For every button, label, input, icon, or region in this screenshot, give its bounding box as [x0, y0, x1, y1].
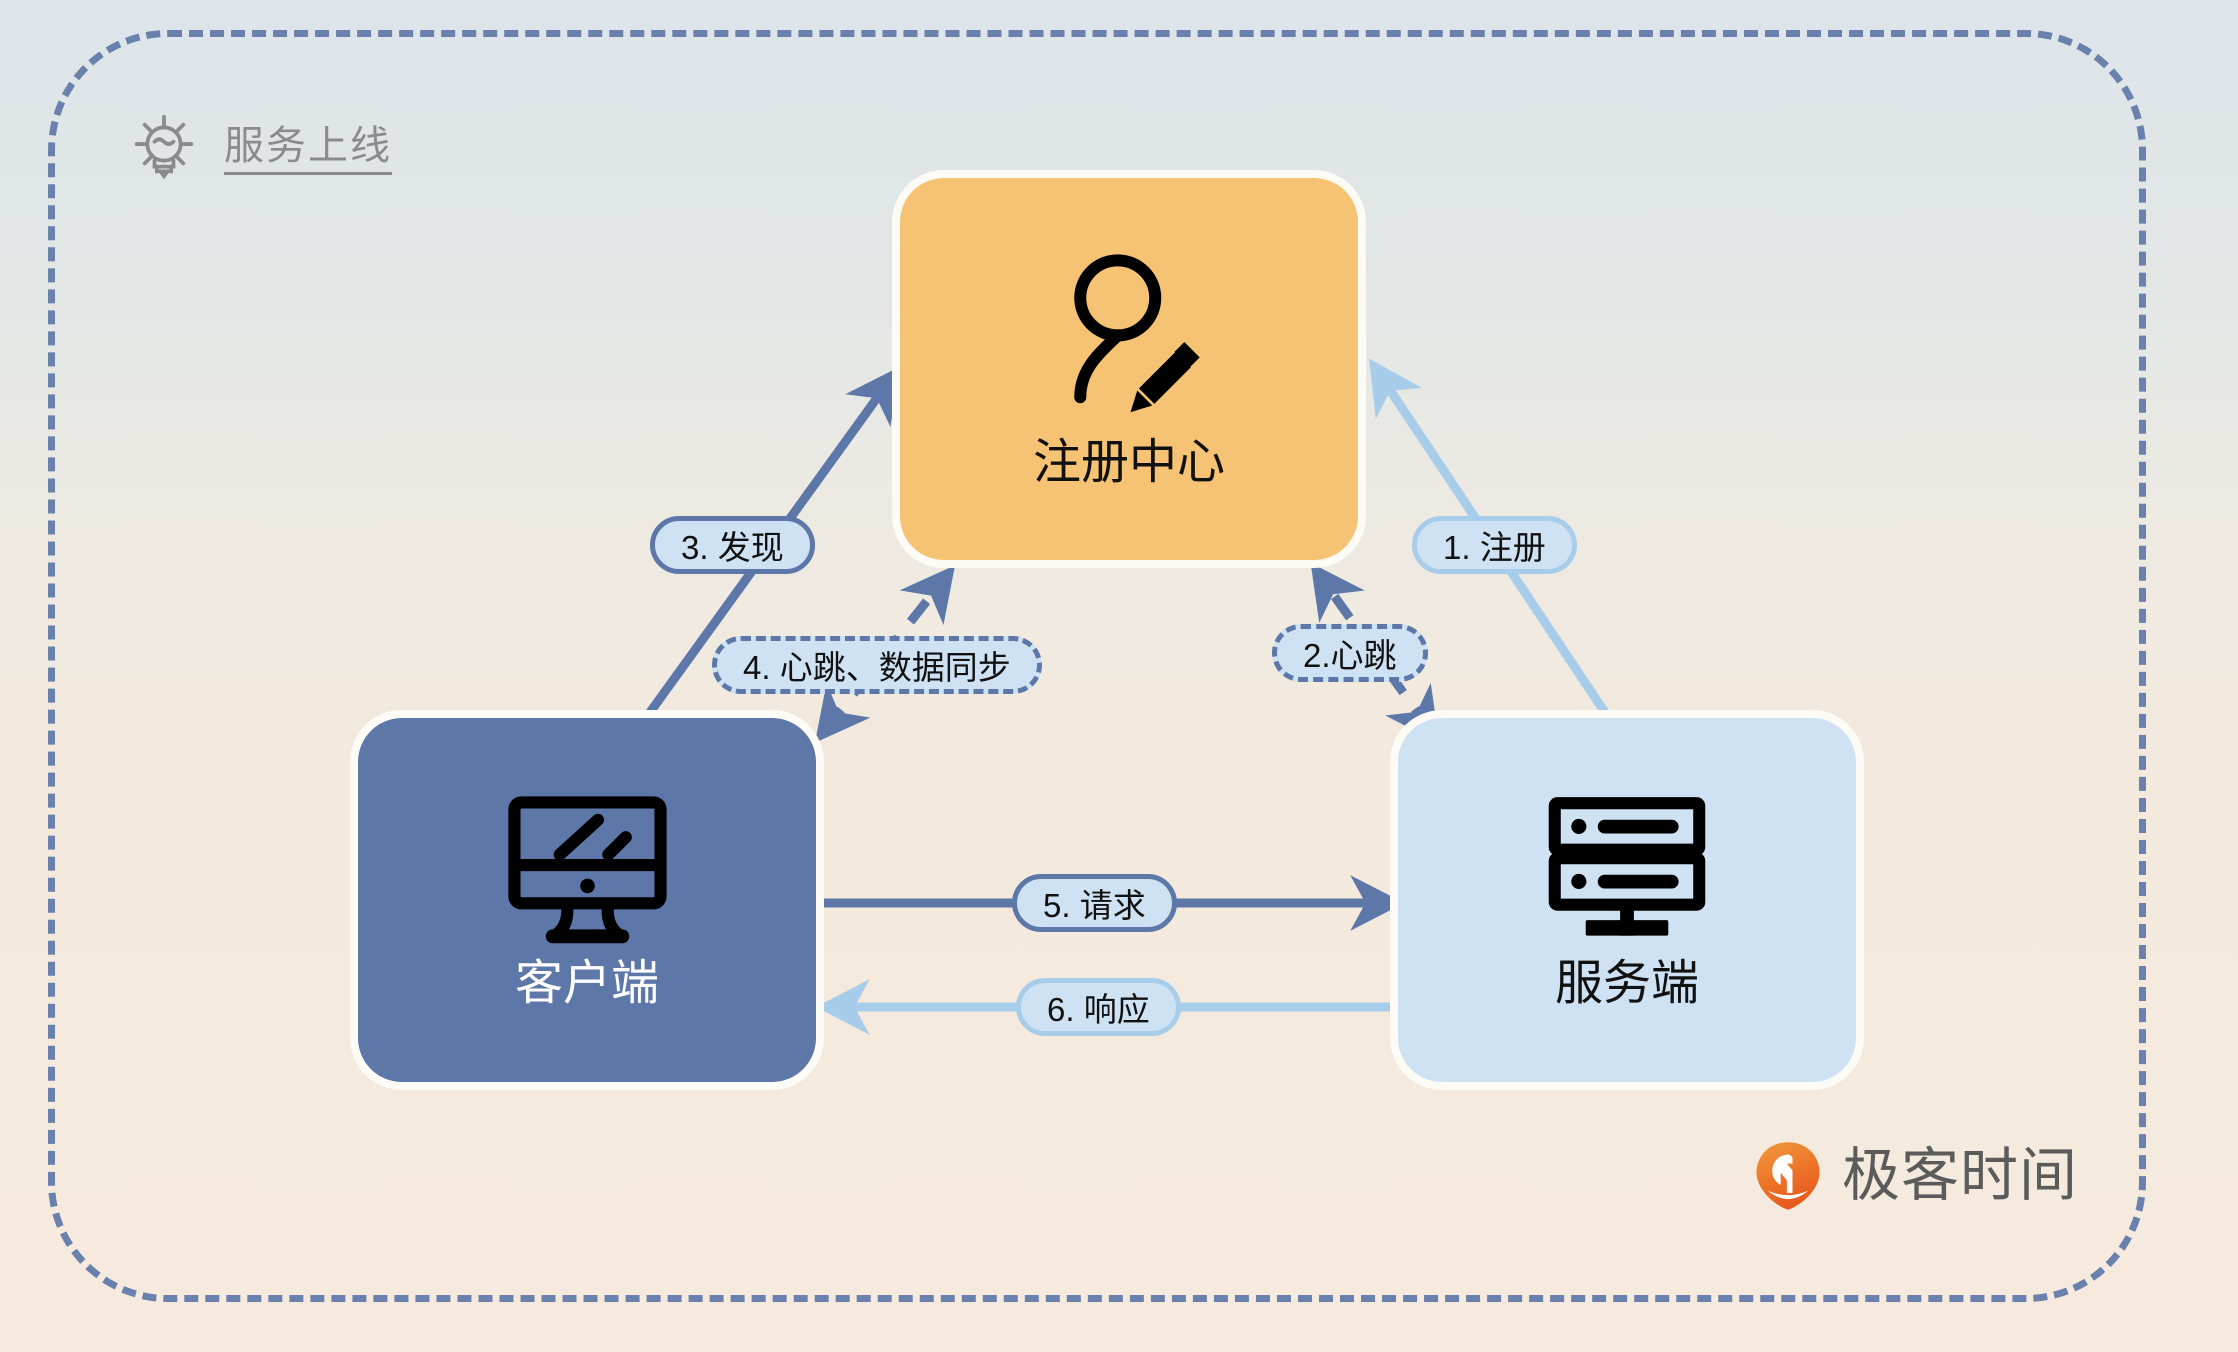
edge-label-discover: 3. 发现	[650, 516, 815, 574]
node-client-label: 客户端	[514, 957, 659, 1010]
server-rack-icon	[1548, 797, 1706, 936]
user-edit-icon	[1074, 254, 1200, 413]
edge-label-request: 5. 请求	[1012, 874, 1177, 932]
header: 服务上线	[126, 112, 392, 188]
lightbulb-icon	[134, 114, 194, 180]
edge-label-response: 6. 响应	[1016, 978, 1181, 1036]
page-title: 服务上线	[224, 126, 392, 175]
edge-label-heartbeat-right: 2.心跳	[1272, 624, 1428, 682]
node-server[interactable]: 服务端	[1398, 718, 1856, 1082]
edge-label-heartbeat-left: 4. 心跳、数据同步	[712, 636, 1042, 694]
desktop-monitor-icon	[507, 796, 667, 944]
geektime-mark-icon	[1756, 1142, 1820, 1210]
node-client[interactable]: 客户端	[358, 718, 816, 1082]
brand-name: 极客时间	[1842, 1143, 2079, 1208]
node-registry-label: 注册中心	[1032, 436, 1225, 489]
brand-logo: 极客时间	[1752, 1140, 2078, 1212]
node-registry-center[interactable]: 注册中心	[900, 178, 1358, 560]
node-server-label: 服务端	[1554, 957, 1699, 1010]
edge-label-register: 1. 注册	[1412, 516, 1577, 574]
